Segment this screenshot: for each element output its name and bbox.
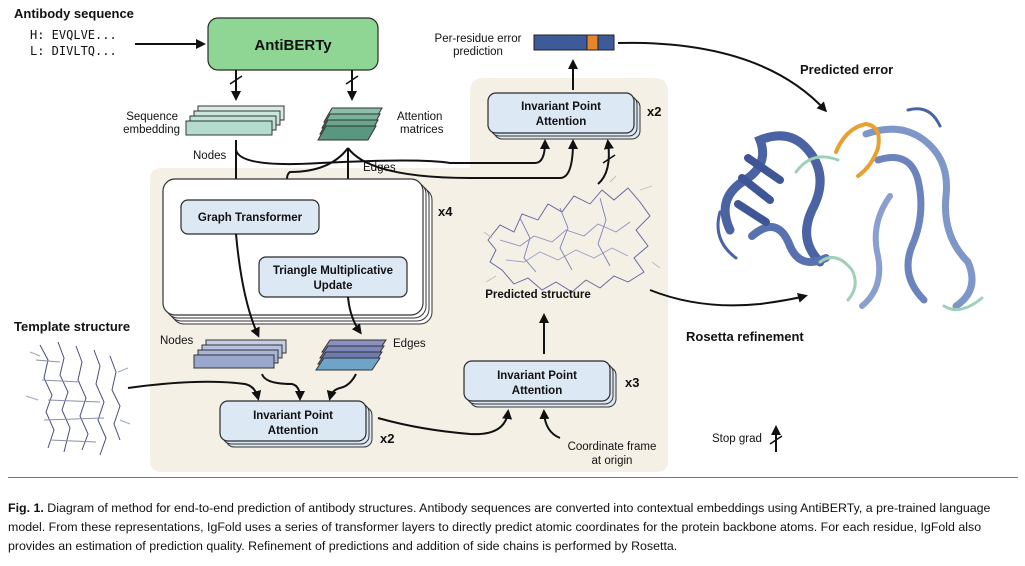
ipa-middle-stack xyxy=(463,360,617,408)
antiberty-label: AntiBERTy xyxy=(254,37,332,54)
x3-label: x3 xyxy=(625,375,639,390)
coordinate-frame-label-2: at origin xyxy=(592,455,633,467)
per-residue-label-2: prediction xyxy=(453,46,503,58)
sequence-embedding-label-1: Sequence xyxy=(126,111,178,123)
graph-to-nodes-arrow xyxy=(235,233,260,338)
sequence-embedding-stack xyxy=(185,105,285,136)
ipa-top-stack xyxy=(487,92,641,140)
triangle-to-edges-arrow xyxy=(347,296,362,335)
triangle-update-box xyxy=(258,256,408,298)
rosetta-refinement-label: Rosetta refinement xyxy=(686,329,804,344)
coordinate-frame-label-1: Coordinate frame xyxy=(568,441,657,453)
template-to-ipa-arrow xyxy=(127,380,262,401)
sequence-embedding-label-2: embedding xyxy=(123,124,180,136)
antibody-sequence-title: Antibody sequence xyxy=(14,6,134,21)
caption-figure-label: Fig. 1. xyxy=(8,501,44,515)
nodes-stack-bottom xyxy=(193,339,287,369)
per-residue-error-bar xyxy=(533,34,615,51)
stop-grad-mark-right xyxy=(345,75,359,85)
caption-text: Diagram of method for end-to-end predict… xyxy=(8,501,991,553)
attention-matrices-label-1: Attention xyxy=(397,111,442,123)
edges-stack-bottom xyxy=(315,339,387,371)
refined-protein-image xyxy=(716,107,984,312)
edges-label-bottom: Edges xyxy=(393,338,426,350)
template-structure-image xyxy=(25,341,131,456)
ipa-top-label-2: Attention xyxy=(536,116,586,128)
ipa-bottom-stack xyxy=(219,400,373,448)
triangle-update-label-1: Triangle Multiplicative xyxy=(273,265,393,277)
stop-grad-mark-left xyxy=(229,75,243,85)
triangle-update-label-2: Update xyxy=(314,280,353,292)
method-diagram: Antibody sequence H: EVQLVE... L: DIVLTQ… xyxy=(14,6,984,472)
predicted-structure-image xyxy=(483,175,661,293)
stop-grad-legend-label: Stop grad xyxy=(712,433,762,445)
nodes-label-top: Nodes xyxy=(193,150,226,162)
error-to-protein-arrow xyxy=(617,41,828,113)
light-chain-sequence: L: DIVLTQ... xyxy=(30,44,117,58)
ipa-top-label-1: Invariant Point xyxy=(521,101,601,113)
nodes-to-ipa-top-arrow xyxy=(235,139,550,166)
predicted-error-label: Predicted error xyxy=(800,62,893,77)
structure-to-rosetta-arrow xyxy=(649,289,808,307)
graph-transformer-label: Graph Transformer xyxy=(198,212,303,224)
attention-matrices-label-2: matrices xyxy=(400,124,444,136)
graph-transformer-box xyxy=(180,199,320,235)
template-structure-title: Template structure xyxy=(14,319,130,334)
attention-matrices-stack xyxy=(317,107,383,141)
caption-divider xyxy=(8,477,1018,478)
predicted-structure-label: Predicted structure xyxy=(485,289,590,301)
ipa-bottom-to-ipa-middle-arrow xyxy=(377,409,513,436)
ipa-middle-label-2: Attention xyxy=(512,385,562,397)
heavy-chain-sequence: H: EVQLVE... xyxy=(30,28,117,42)
nodes-to-ipa-arrow xyxy=(261,373,305,401)
antiberty-box xyxy=(207,17,379,71)
edges-to-ipa-arrow xyxy=(326,373,357,401)
x2-label-top: x2 xyxy=(647,104,661,119)
structure-to-ipa-top-arrow xyxy=(597,139,614,185)
ipa-middle-label-1: Invariant Point xyxy=(497,370,577,382)
figure-caption: Fig. 1. Diagram of method for end-to-end… xyxy=(8,499,1018,556)
per-residue-label-1: Per-residue error xyxy=(435,33,522,45)
coordinate-frame-to-ipa-arrow xyxy=(539,409,561,439)
x2-label-bottom: x2 xyxy=(380,431,394,446)
nodes-label-bottom: Nodes xyxy=(160,335,193,347)
x4-label: x4 xyxy=(438,204,453,219)
stop-grad-mark-structure xyxy=(602,154,616,164)
stop-grad-legend-mark xyxy=(769,435,783,445)
ipa-bottom-label-1: Invariant Point xyxy=(253,410,333,422)
ipa-bottom-label-2: Attention xyxy=(268,425,318,437)
edges-to-ipa-top-arrow xyxy=(347,139,578,179)
